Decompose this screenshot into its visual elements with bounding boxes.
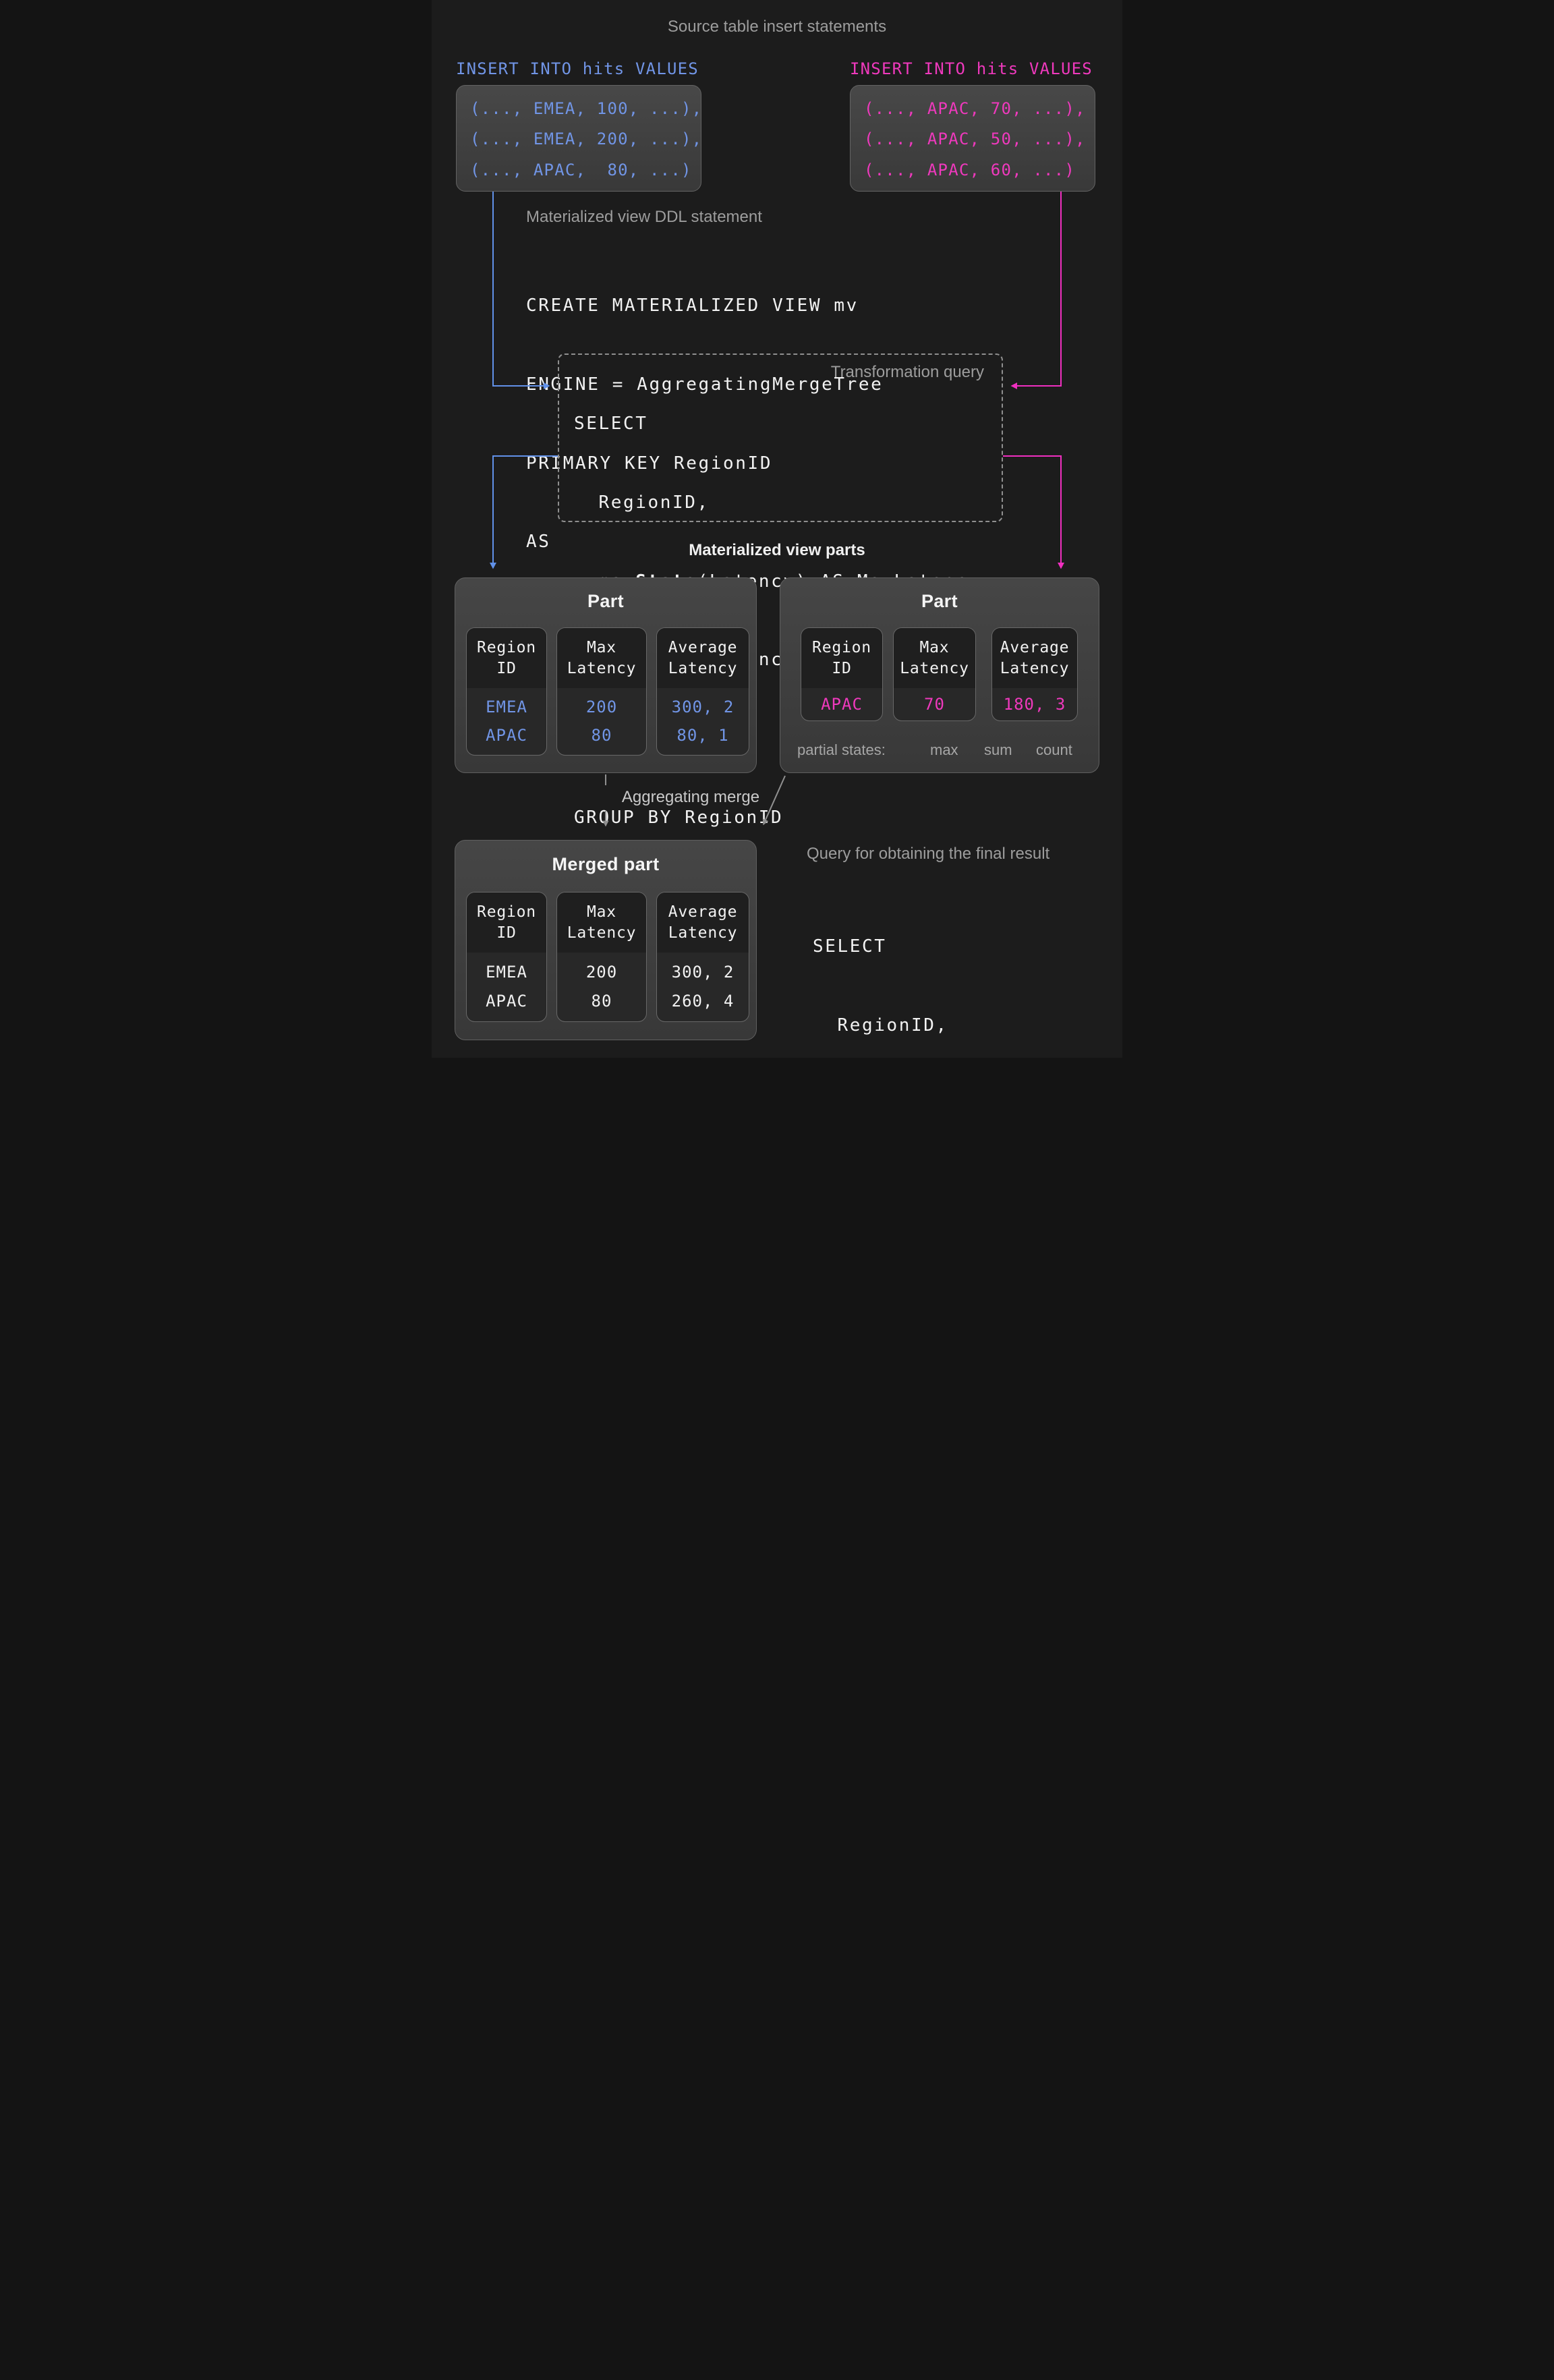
partial-state-max-label: max xyxy=(930,741,958,758)
cell-value: 80 xyxy=(591,726,612,745)
cell-value: 200 xyxy=(585,698,618,716)
insert-right-row: (..., APAC, 50, ...), xyxy=(864,130,1086,149)
ddl-code-line: CREATE MATERIALIZED VIEW mv xyxy=(526,295,859,316)
transformation-query-box: Transformation query SELECT RegionID, ma… xyxy=(558,353,1003,828)
insert-left-row: (..., EMEA, 200, ...), xyxy=(470,130,703,149)
cell-value: 80, 1 xyxy=(677,726,729,745)
cell-value: EMEA xyxy=(486,963,527,982)
final-query-label: Query for obtaining the final result xyxy=(807,845,1050,863)
code-line: RegionID, xyxy=(574,492,710,513)
parts-heading: Materialized view parts xyxy=(689,541,865,559)
insert-right-row: (..., APAC, 70, ...), xyxy=(864,98,1086,118)
part-left-title: Part xyxy=(587,591,625,611)
cell-value: 300, 2 xyxy=(671,698,735,716)
cell-value: APAC xyxy=(821,694,863,714)
insert-right-row: (..., APAC, 60, ...) xyxy=(864,160,1075,179)
cell-value: APAC xyxy=(486,992,527,1011)
cell-value: 260, 4 xyxy=(671,992,735,1011)
page-title: Source table insert statements xyxy=(667,18,887,36)
code-line: GROUP BY RegionID xyxy=(574,807,784,828)
arrow-right-insert-to-query xyxy=(1010,192,1062,389)
cell-value: 300, 2 xyxy=(671,963,735,982)
cell-value: 70 xyxy=(924,694,945,714)
merged-part-title: Merged part xyxy=(552,854,660,874)
insert-left-row: (..., EMEA, 100, ...), xyxy=(470,98,703,118)
cell-value: 180, 3 xyxy=(1003,694,1066,714)
cell-value: APAC xyxy=(486,726,527,745)
insert-left-box: (..., EMEA, 100, ...), (..., EMEA, 200, … xyxy=(456,85,701,192)
code-line: SELECT xyxy=(574,413,648,434)
ddl-label: Materialized view DDL statement xyxy=(526,208,762,226)
transformation-query-label: Transformation query xyxy=(830,363,984,381)
aggregating-merge-label: Aggregating merge xyxy=(621,788,760,806)
code-line: RegionID, xyxy=(813,1015,948,1036)
cell-value: 80 xyxy=(591,992,612,1011)
partial-state-count-label: count xyxy=(1036,741,1072,758)
insert-right-label: INSERT INTO hits VALUES xyxy=(850,59,1093,78)
insert-right-box: (..., APAC, 70, ...), (..., APAC, 50, ..… xyxy=(850,85,1095,192)
diagram-canvas: Source table insert statements INSERT IN… xyxy=(432,0,1122,1058)
cell-value: 200 xyxy=(585,963,618,982)
insert-left-row: (..., APAC, 80, ...) xyxy=(470,160,692,179)
partial-states-label: partial states: xyxy=(797,741,886,758)
cell-value: EMEA xyxy=(486,698,527,716)
partial-state-sum-label: sum xyxy=(984,741,1012,758)
code-line: SELECT xyxy=(813,936,887,957)
part-right-title: Part xyxy=(921,591,958,611)
insert-left-label: INSERT INTO hits VALUES xyxy=(456,59,699,78)
